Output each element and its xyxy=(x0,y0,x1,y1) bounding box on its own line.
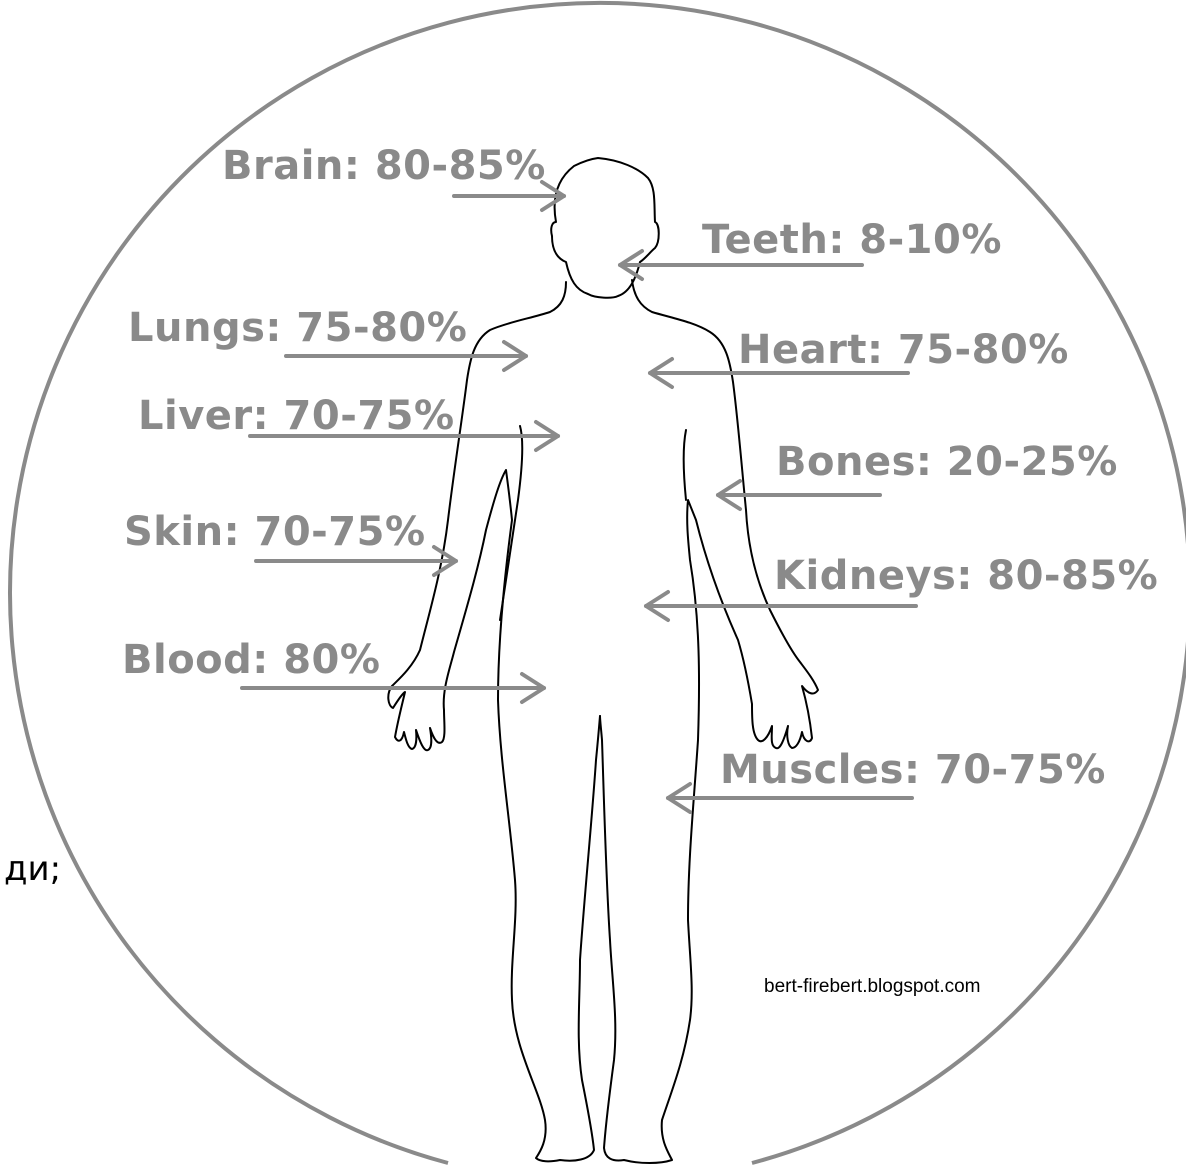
muscles-label: Muscles: 70-75% xyxy=(720,750,1106,790)
cropped-text-fragment: ди; xyxy=(4,852,61,886)
skin-label: Skin: 70-75% xyxy=(124,512,426,552)
right-arm-inner xyxy=(684,430,686,500)
brain-label: Brain: 80-85% xyxy=(222,146,546,186)
bones-arrow xyxy=(718,481,880,509)
human-body-outline xyxy=(551,158,659,298)
teeth-label: Teeth: 8-10% xyxy=(702,220,1002,260)
bones-label: Bones: 20-25% xyxy=(776,442,1118,482)
liver-label: Liver: 70-75% xyxy=(138,396,455,436)
heart-label: Heart: 75-80% xyxy=(738,330,1069,370)
body-right-side xyxy=(600,280,818,1163)
kidneys-label: Kidneys: 80-85% xyxy=(774,556,1158,596)
lungs-label: Lungs: 75-80% xyxy=(128,308,467,348)
source-credit: bert-firebert.blogspot.com xyxy=(764,977,981,996)
blood-label: Blood: 80% xyxy=(122,640,380,680)
